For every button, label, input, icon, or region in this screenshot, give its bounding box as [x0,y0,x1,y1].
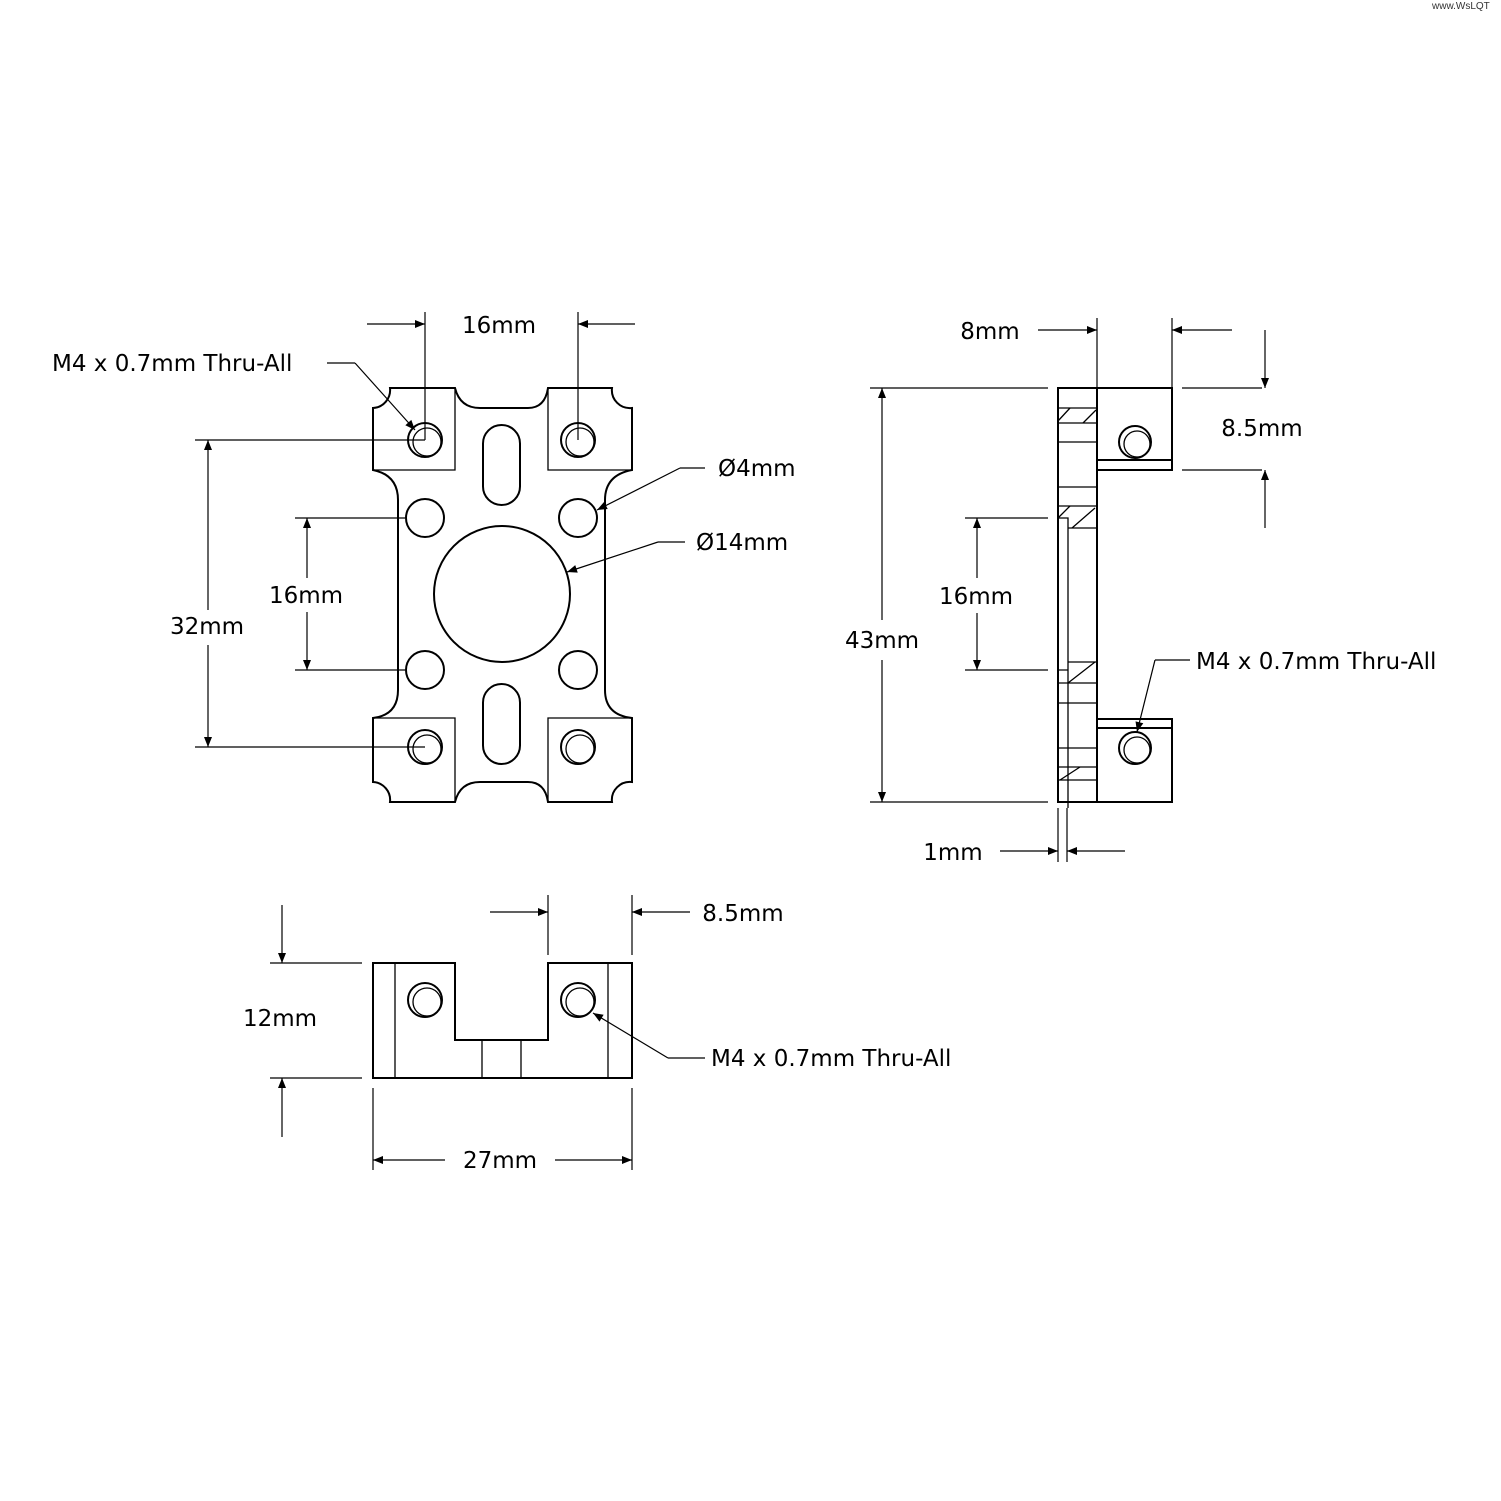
front-outline [372,387,633,803]
4mm-holes [405,498,598,690]
front-view: 16mm M4 x 0.7mm Thru-All 32mm 16mm Ø4mm … [52,312,796,803]
thread-callout-side: M4 x 0.7mm Thru-All [1196,649,1436,675]
center-hole [433,525,571,663]
dim-8-5mm-side: 8.5mm [1221,416,1302,442]
bottom-view: 12mm 8.5mm 27mm M4 x 0.7mm Thru-All [243,895,951,1174]
dim-1mm: 1mm [923,840,982,866]
dim-32mm: 32mm [170,614,244,640]
dim-16mm-side: 16mm [939,584,1013,610]
dim-14mm-diameter: Ø14mm [696,530,788,556]
thread-callout-front: M4 x 0.7mm Thru-All [52,351,292,377]
dim-16mm-horizontal: 16mm [462,313,536,339]
watermark: www.WsLQT [1431,1,1490,12]
dim-43mm: 43mm [845,628,919,654]
dim-4mm-diameter: Ø4mm [718,456,796,482]
dim-16mm-vertical: 16mm [269,583,343,609]
dim-8-5mm-bottom: 8.5mm [702,901,783,927]
dim-12mm: 12mm [243,1006,317,1032]
dim-27mm: 27mm [463,1148,537,1174]
side-view: 8mm 8.5mm 43mm 16mm M4 x 0.7mm Thru-All … [845,318,1436,866]
dim-8mm: 8mm [960,319,1019,345]
slot-top [482,424,521,506]
m4-holes [407,422,596,765]
thread-callout-bottom: M4 x 0.7mm Thru-All [711,1046,951,1072]
slot-bottom [482,683,521,765]
